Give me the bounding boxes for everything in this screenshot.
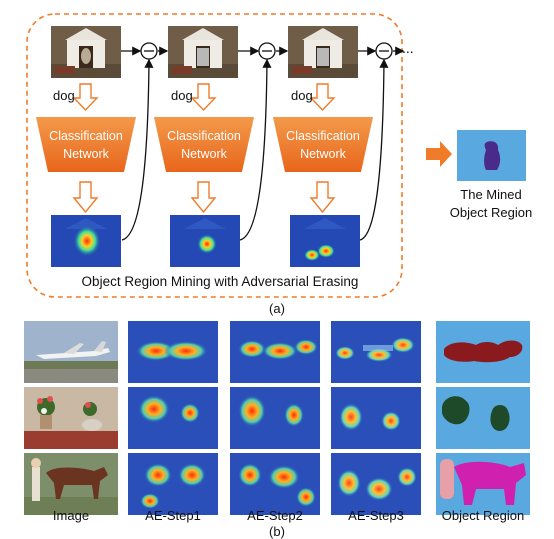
erasing-flow-connectors [36, 42, 452, 241]
class-label-step3: dog [291, 88, 313, 103]
attention-heatmap-step1 [51, 215, 121, 267]
class-label-step1: dog [53, 88, 75, 103]
class-label-step2: dog [171, 88, 193, 103]
heatmap-plant-step2 [230, 387, 320, 449]
object-region-potted-plant [436, 387, 530, 449]
image-airplane [24, 321, 118, 383]
subfigure-label-a: (a) [269, 301, 285, 316]
attention-heatmap-step3 [290, 215, 360, 267]
column-label-object-region: Object Region [441, 508, 525, 523]
heatmap-horse-step2 [230, 453, 320, 515]
heatmap-airplane-step1 [128, 321, 218, 383]
column-label-ae-step3: AE-Step3 [348, 508, 404, 523]
arrow-to-mined-region-icon [426, 141, 452, 167]
column-label-ae-step2: AE-Step2 [247, 508, 303, 523]
heatmap-airplane-step2 [230, 321, 320, 383]
column-label-ae-step1: AE-Step1 [145, 508, 201, 523]
erase-operator-icon [140, 42, 158, 60]
input-image-step2 [168, 26, 238, 78]
heatmap-plant-step3 [331, 387, 421, 449]
frame-caption: Object Region Mining with Adversarial Er… [81, 274, 359, 289]
object-region-airplane [436, 321, 530, 383]
image-horse-person [24, 453, 118, 515]
image-potted-plant [24, 387, 118, 449]
heatmap-airplane-step3 [331, 321, 421, 383]
adversarial-erasing-frame [26, 13, 403, 298]
erase-operator-icon [258, 42, 276, 60]
mined-object-region-mask [457, 130, 526, 181]
erase-operator-icon [375, 42, 393, 60]
heatmap-horse-step1 [128, 453, 218, 515]
subfigure-label-b: (b) [269, 524, 285, 539]
object-region-horse-person [436, 453, 530, 515]
continuation-ellipsis: ... [402, 40, 414, 56]
column-label-image: Image [52, 508, 90, 523]
input-image-step3 [288, 26, 358, 78]
heatmap-plant-step1 [128, 387, 218, 449]
input-image-step1 [51, 26, 121, 78]
attention-heatmap-step2 [170, 215, 240, 267]
mined-region-caption: The Mined Object Region [449, 187, 533, 220]
heatmap-horse-step3 [331, 453, 421, 515]
